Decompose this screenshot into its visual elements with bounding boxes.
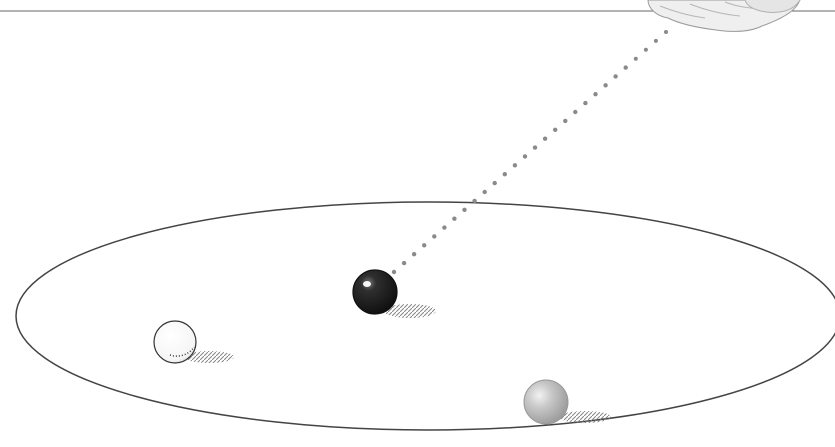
trajectory-dot: [492, 180, 497, 186]
dark-ball-highlight: [363, 281, 371, 287]
trajectory-dot: [593, 92, 598, 97]
trajectory-dot: [512, 163, 518, 168]
dark-ball-icon: [352, 269, 398, 315]
trajectory-dot: [442, 225, 447, 230]
trajectory-dot: [613, 74, 618, 79]
trajectory-dot: [573, 109, 578, 115]
trajectory-dot: [653, 38, 658, 43]
trajectory-dot: [664, 30, 668, 34]
trajectory-dot: [391, 269, 397, 275]
table-ellipse: [15, 201, 835, 431]
trajectory-dot: [472, 198, 477, 204]
trajectory-dot: [482, 189, 487, 195]
trajectory-dot: [401, 260, 407, 266]
trajectory-dot: [462, 207, 467, 212]
white-ball-texture: [169, 346, 195, 357]
trajectory-dot: [422, 243, 427, 248]
trajectory-dot: [633, 56, 638, 61]
trajectory-dot: [603, 83, 608, 88]
gray-ball-shadow: [559, 411, 611, 423]
trajectory-dot: [502, 172, 507, 177]
trajectory-dot: [432, 234, 437, 239]
trajectory-dot: [452, 216, 457, 221]
trajectory-dot: [532, 145, 538, 150]
trajectory-dot: [553, 127, 558, 132]
trajectory-dot: [583, 100, 588, 106]
cloud-icon: [647, 0, 801, 32]
white-ball-shadow: [184, 351, 234, 363]
dotted-trajectory: [391, 30, 668, 275]
dark-ball-shadow: [384, 304, 436, 318]
gray-ball-icon: [523, 379, 569, 425]
trajectory-dot: [623, 65, 628, 70]
trajectory-dot: [643, 47, 648, 52]
trajectory-dot: [563, 118, 568, 124]
trajectory-dot: [411, 252, 417, 257]
trajectory-dot: [522, 154, 528, 159]
white-ball-icon: [153, 320, 197, 364]
trajectory-dot: [542, 136, 548, 141]
